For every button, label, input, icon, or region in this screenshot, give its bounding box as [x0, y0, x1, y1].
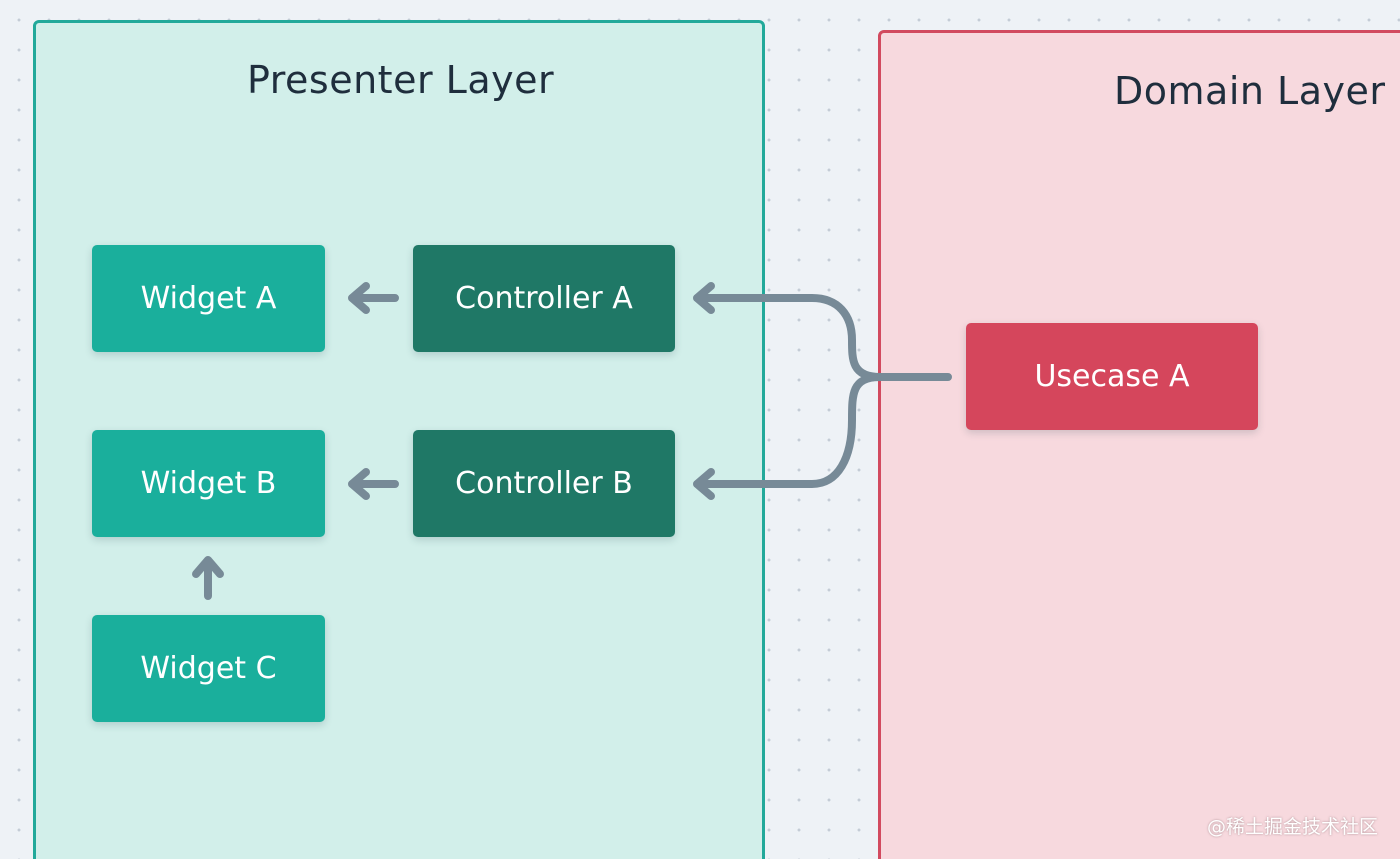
presenter-layer-title: Presenter Layer [247, 58, 555, 102]
controller-a-node: Controller A [413, 245, 675, 352]
watermark-label: @稀土掘金技术社区 [1206, 816, 1378, 838]
domain-layer-container [878, 30, 1400, 859]
widget-b-node: Widget B [92, 430, 325, 537]
usecase-a-node: Usecase A [966, 323, 1258, 430]
widget-c-node: Widget C [92, 615, 325, 722]
controller-b-node: Controller B [413, 430, 675, 537]
domain-layer-title: Domain Layer [1114, 69, 1386, 113]
widget-a-node: Widget A [92, 245, 325, 352]
